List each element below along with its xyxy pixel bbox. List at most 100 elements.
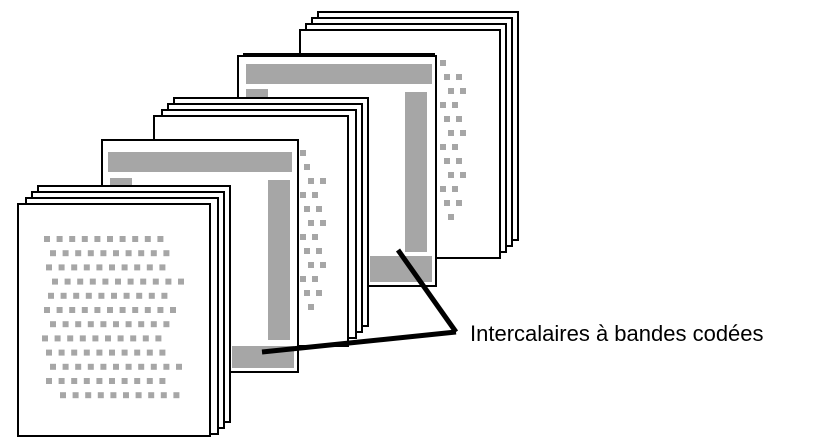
text-dot xyxy=(157,307,164,313)
text-dot xyxy=(123,292,130,299)
text-dot xyxy=(62,363,69,370)
text-dot xyxy=(64,278,71,285)
text-dot xyxy=(79,335,86,342)
text-dot xyxy=(316,206,322,212)
text-dot xyxy=(448,172,454,178)
text-dot xyxy=(69,307,76,313)
text-dot xyxy=(304,206,310,212)
text-dot xyxy=(444,200,450,206)
text-dot xyxy=(125,250,132,257)
text-dot xyxy=(444,158,450,164)
text-dot xyxy=(71,264,78,271)
text-dot xyxy=(448,214,454,220)
text-dot xyxy=(160,392,167,399)
text-dot xyxy=(119,307,126,313)
text-dot xyxy=(155,335,162,342)
text-dot xyxy=(456,200,462,206)
text-block-back-sheet xyxy=(440,60,466,220)
text-dot xyxy=(58,264,65,271)
text-dot xyxy=(304,290,310,296)
text-dot xyxy=(85,292,92,299)
text-dot xyxy=(94,236,101,242)
text-dot xyxy=(94,307,101,313)
text-dot xyxy=(109,264,115,271)
code-band-bottom xyxy=(370,256,432,282)
text-dot xyxy=(46,378,52,384)
text-dot xyxy=(146,349,153,356)
callout-label: Intercalaires à bandes codées xyxy=(470,321,764,346)
text-dot xyxy=(452,186,458,192)
text-dot xyxy=(71,349,78,356)
text-dot xyxy=(75,363,82,370)
text-dot xyxy=(452,102,458,108)
text-dot xyxy=(73,292,80,299)
text-dot xyxy=(300,192,306,198)
text-dot xyxy=(50,250,56,257)
text-dot xyxy=(448,130,454,136)
text-dot xyxy=(460,172,466,178)
text-dot xyxy=(148,292,155,299)
text-dot xyxy=(176,363,182,370)
text-dot xyxy=(87,363,94,370)
text-dot xyxy=(142,335,149,342)
text-dot xyxy=(440,186,446,192)
text-dot xyxy=(117,335,124,342)
text-dot xyxy=(96,264,103,271)
text-dot xyxy=(92,335,99,342)
text-dot xyxy=(83,349,90,356)
text-dot xyxy=(60,392,66,399)
text-dot xyxy=(107,236,113,242)
text-dot xyxy=(136,292,143,299)
text-dot xyxy=(58,349,65,356)
text-dot xyxy=(109,378,115,384)
code-band-tab xyxy=(246,89,268,99)
code-band-side xyxy=(268,180,290,340)
text-dot xyxy=(121,349,128,356)
text-dot xyxy=(304,248,310,254)
text-dot xyxy=(58,378,65,384)
text-dot xyxy=(85,392,92,399)
text-dot xyxy=(52,278,58,285)
text-dot xyxy=(60,292,67,299)
leader-line-upper xyxy=(395,248,459,334)
text-dot xyxy=(71,378,78,384)
text-dot xyxy=(144,236,151,242)
text-dot xyxy=(320,262,326,268)
text-dot xyxy=(46,264,52,271)
text-dot xyxy=(163,250,170,257)
text-dot xyxy=(113,363,119,370)
text-dot xyxy=(444,116,450,122)
text-dot xyxy=(119,236,126,242)
text-dot xyxy=(440,144,446,150)
text-dot xyxy=(72,392,79,399)
text-dot xyxy=(140,278,147,285)
text-dot xyxy=(150,321,157,328)
text-dot xyxy=(150,363,157,370)
code-band-top xyxy=(246,64,432,84)
leader-line-lower xyxy=(261,329,457,355)
text-dot xyxy=(125,363,132,370)
text-dot xyxy=(173,392,180,399)
text-dot xyxy=(448,88,454,94)
text-dot xyxy=(134,378,141,384)
text-dot xyxy=(127,278,134,285)
text-dot xyxy=(54,335,61,342)
text-dot xyxy=(456,116,462,122)
text-dot xyxy=(308,178,314,184)
text-dot xyxy=(150,250,157,257)
text-dot xyxy=(75,250,82,257)
text-dot xyxy=(316,290,322,296)
text-dot xyxy=(121,378,128,384)
text-dot xyxy=(460,130,466,136)
text-dot xyxy=(161,292,168,299)
text-dot xyxy=(159,349,166,356)
text-dot xyxy=(152,278,159,285)
text-dot xyxy=(111,292,117,299)
text-dot xyxy=(113,321,119,328)
text-dot xyxy=(89,278,96,285)
text-dot xyxy=(100,321,107,328)
text-dot xyxy=(165,278,172,285)
text-dot xyxy=(121,264,128,271)
text-dot xyxy=(300,234,306,240)
text-dot xyxy=(98,292,105,299)
